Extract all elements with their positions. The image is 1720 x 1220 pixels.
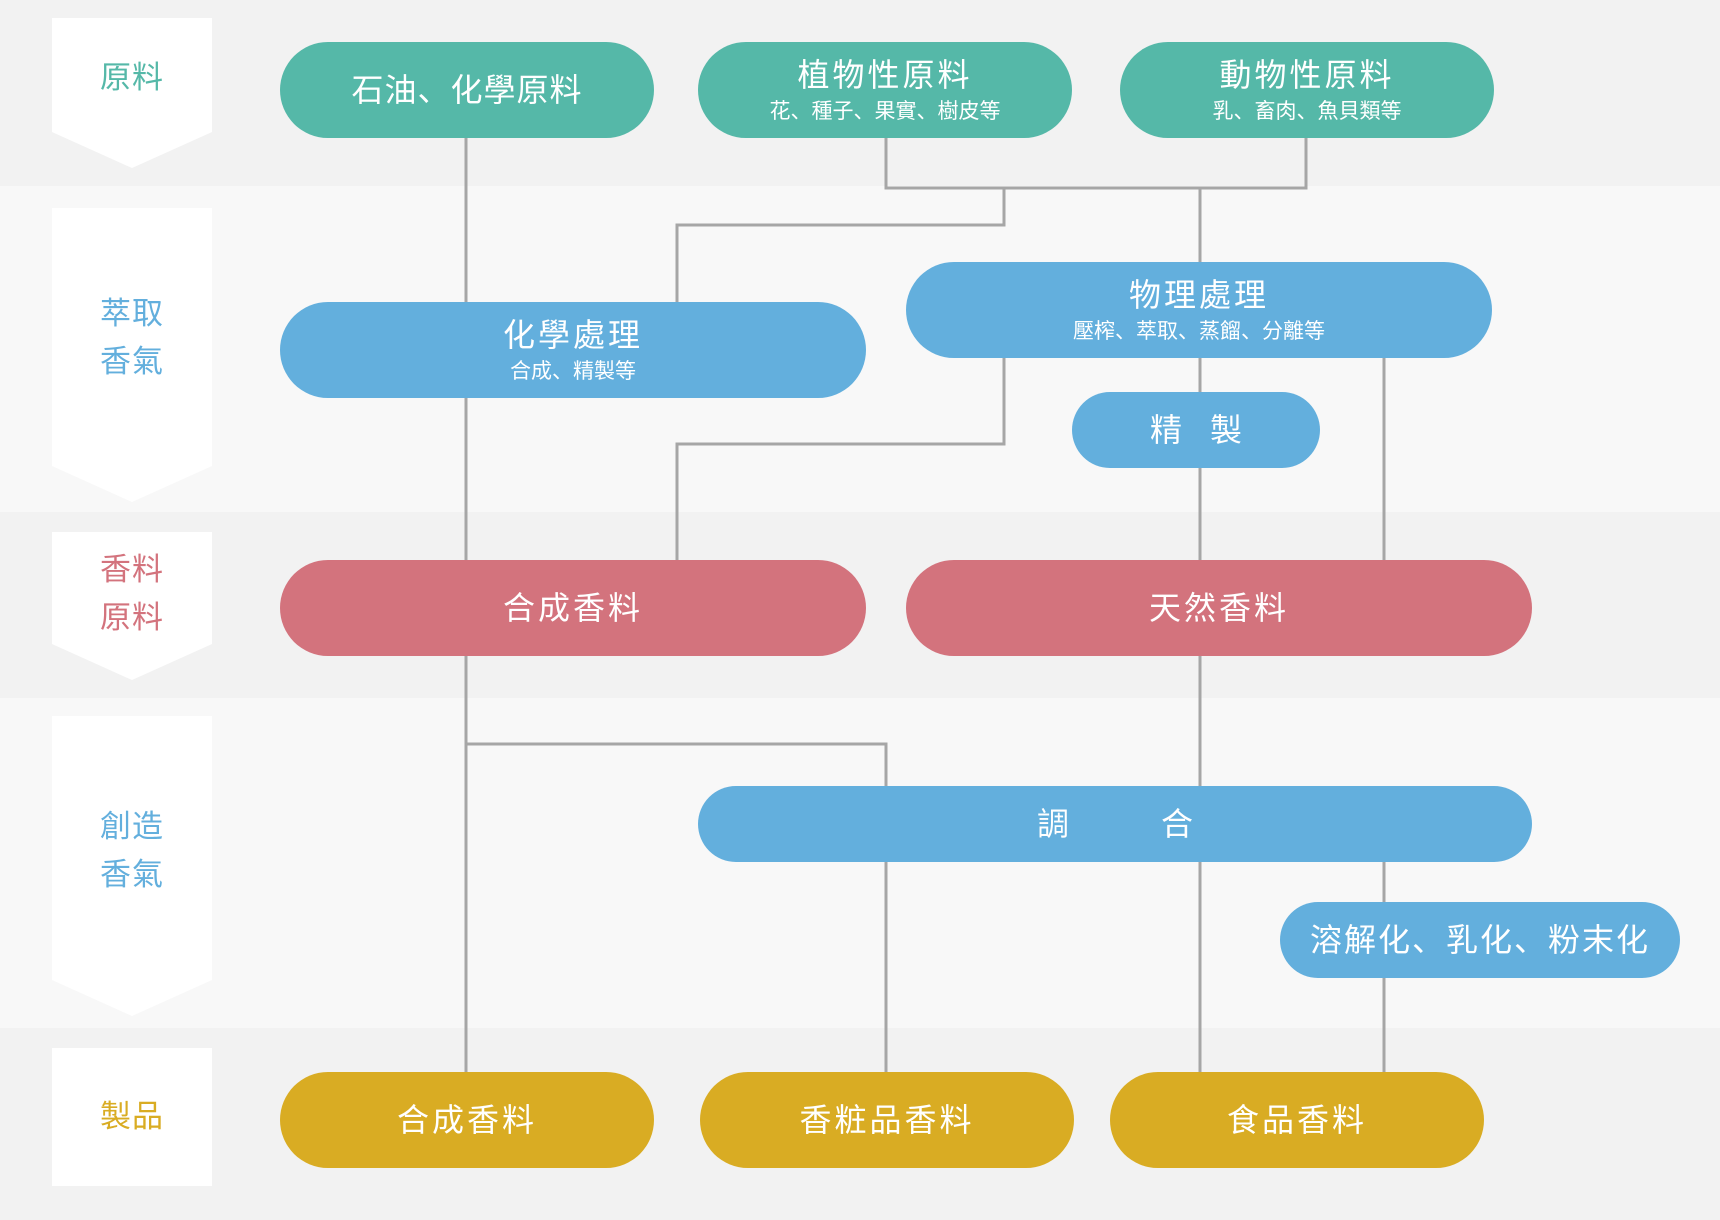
node-synthetic-product: 合成香料 — [280, 1072, 654, 1168]
node-refine-title: 精製 — [1149, 411, 1270, 449]
node-plant-sub: 花、種子、果實、樹皮等 — [769, 99, 1001, 123]
node-cosmetic: 香粧品香料 — [700, 1072, 1074, 1168]
node-animal-title: 動物性原料 — [1219, 56, 1395, 94]
node-chemical: 化學處理 合成、精製等 — [280, 302, 866, 398]
stage-material-label: 香料 原料 — [100, 552, 164, 636]
node-synthetic-material-title: 合成香料 — [502, 589, 643, 627]
line-plant-down — [884, 136, 1308, 190]
node-dissolve-title: 溶解化、乳化、粉末化 — [1309, 921, 1650, 959]
node-food-title: 食品香料 — [1226, 1101, 1367, 1139]
node-physical-title: 物理處理 — [1128, 276, 1269, 314]
node-physical: 物理處理 壓榨、萃取、蒸餾、分離等 — [906, 262, 1492, 358]
stage-product-label: 製品 — [100, 1099, 164, 1135]
stage-raw-label: 原料 — [100, 60, 164, 96]
node-blend: 調合 — [698, 786, 1532, 862]
line-raw-to-chemical — [675, 188, 1006, 302]
node-animal: 動物性原料 乳、畜肉、魚貝類等 — [1120, 42, 1494, 138]
stage-create: 創造 香氣 — [52, 716, 212, 1016]
stage-product: 製品 — [52, 1048, 212, 1186]
node-cosmetic-title: 香粧品香料 — [799, 1101, 975, 1139]
node-chemical-sub: 合成、精製等 — [510, 359, 636, 383]
stage-raw: 原料 — [52, 18, 212, 168]
node-refine: 精製 — [1072, 392, 1320, 468]
stage-material: 香料 原料 — [52, 532, 212, 680]
node-synthetic-material: 合成香料 — [280, 560, 866, 656]
node-physical-sub: 壓榨、萃取、蒸餾、分離等 — [1073, 319, 1325, 343]
node-plant: 植物性原料 花、種子、果實、樹皮等 — [698, 42, 1072, 138]
line-synthetic-to-blend — [466, 742, 888, 790]
node-plant-title: 植物性原料 — [797, 56, 973, 94]
node-blend-title: 調合 — [1036, 805, 1285, 843]
stage-create-label: 創造 香氣 — [100, 809, 164, 893]
node-natural-material-title: 天然香料 — [1148, 589, 1289, 627]
node-chemical-title: 化學處理 — [502, 316, 643, 354]
node-animal-sub: 乳、畜肉、魚貝類等 — [1212, 99, 1402, 123]
node-petroleum-title: 石油、化學原料 — [351, 71, 583, 109]
node-petroleum: 石油、化學原料 — [280, 42, 654, 138]
node-food: 食品香料 — [1110, 1072, 1484, 1168]
node-synthetic-product-title: 合成香料 — [396, 1101, 537, 1139]
node-dissolve: 溶解化、乳化、粉末化 — [1280, 902, 1680, 978]
stage-extract-label: 萃取 香氣 — [100, 296, 164, 380]
line-physical-to-synthetic — [675, 356, 1006, 560]
node-natural-material: 天然香料 — [906, 560, 1532, 656]
stage-extract: 萃取 香氣 — [52, 208, 212, 502]
